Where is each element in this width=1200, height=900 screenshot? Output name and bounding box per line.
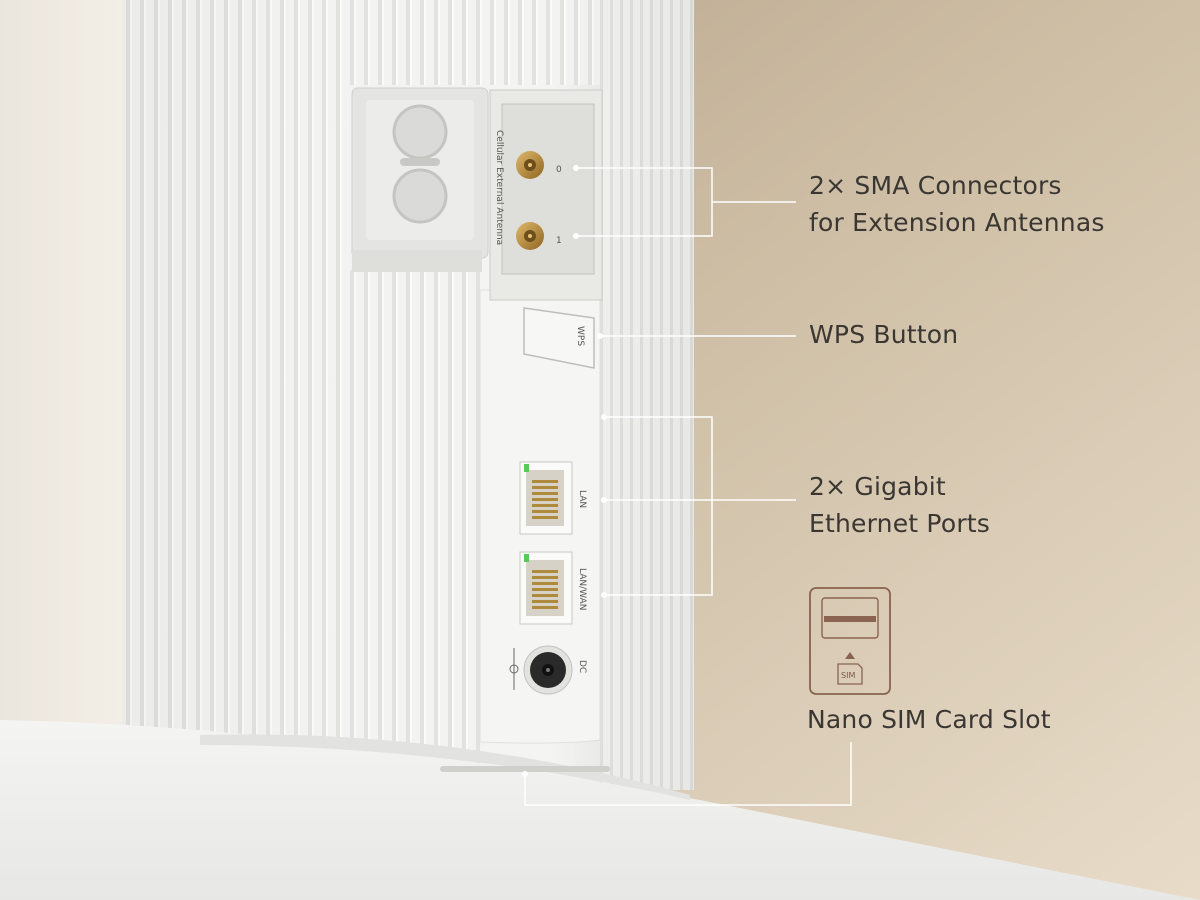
sim-badge-text: SIM: [841, 671, 855, 680]
lan-port[interactable]: LAN: [519, 461, 587, 535]
sma-leader-line: [576, 167, 796, 237]
lan-wan-port[interactable]: LAN/WAN: [519, 551, 587, 625]
sim-leader-line: [524, 742, 852, 806]
dc-label: DC: [577, 660, 587, 673]
callout-sma-line-2: for Extension Antennas: [809, 208, 1105, 237]
sma-port-number-0: 0: [556, 165, 562, 175]
wps-label: WPS: [575, 326, 585, 346]
callout-ethernet-ports: 2× Gigabit Ethernet Ports: [809, 468, 990, 542]
lan-label: LAN: [577, 490, 587, 508]
lan-wan-label: LAN/WAN: [577, 568, 587, 610]
sma-connector-1: [516, 151, 544, 179]
sma-port-number-1: 1: [556, 236, 562, 246]
sma-connector-recess: Cellular External Antenna 0 1: [489, 89, 603, 301]
callout-sma-line-1: 2× SMA Connectors: [809, 171, 1062, 200]
callout-wps-button: WPS Button: [809, 316, 958, 353]
dc-power-jack[interactable]: DC: [509, 645, 587, 695]
sim-slot-groove: [440, 766, 610, 772]
callout-ethernet-line-1: 2× Gigabit: [809, 472, 946, 501]
callout-sma-connectors: 2× SMA Connectors for Extension Antennas: [809, 167, 1105, 241]
table-surface: [0, 720, 1200, 900]
wps-button[interactable]: WPS: [523, 307, 595, 369]
antenna-plate-marking: Cellular External Antenna: [494, 130, 504, 245]
antenna-mount-bracket: [351, 87, 489, 272]
left-wall: [0, 0, 122, 740]
callout-wps-line-1: WPS Button: [809, 320, 959, 349]
callout-sim-line-1: Nano SIM Card Slot: [807, 705, 1051, 734]
sma-connector-2: [516, 222, 544, 250]
ethernet-leader-line: [604, 416, 796, 596]
callout-sim-slot: Nano SIM Card Slot: [807, 701, 1051, 738]
sim-card-slot-icon: SIM: [809, 587, 891, 695]
callout-leader-lines: [522, 165, 852, 806]
callout-ethernet-line-2: Ethernet Ports: [809, 509, 991, 538]
dc-polarity-icon: [509, 648, 519, 690]
